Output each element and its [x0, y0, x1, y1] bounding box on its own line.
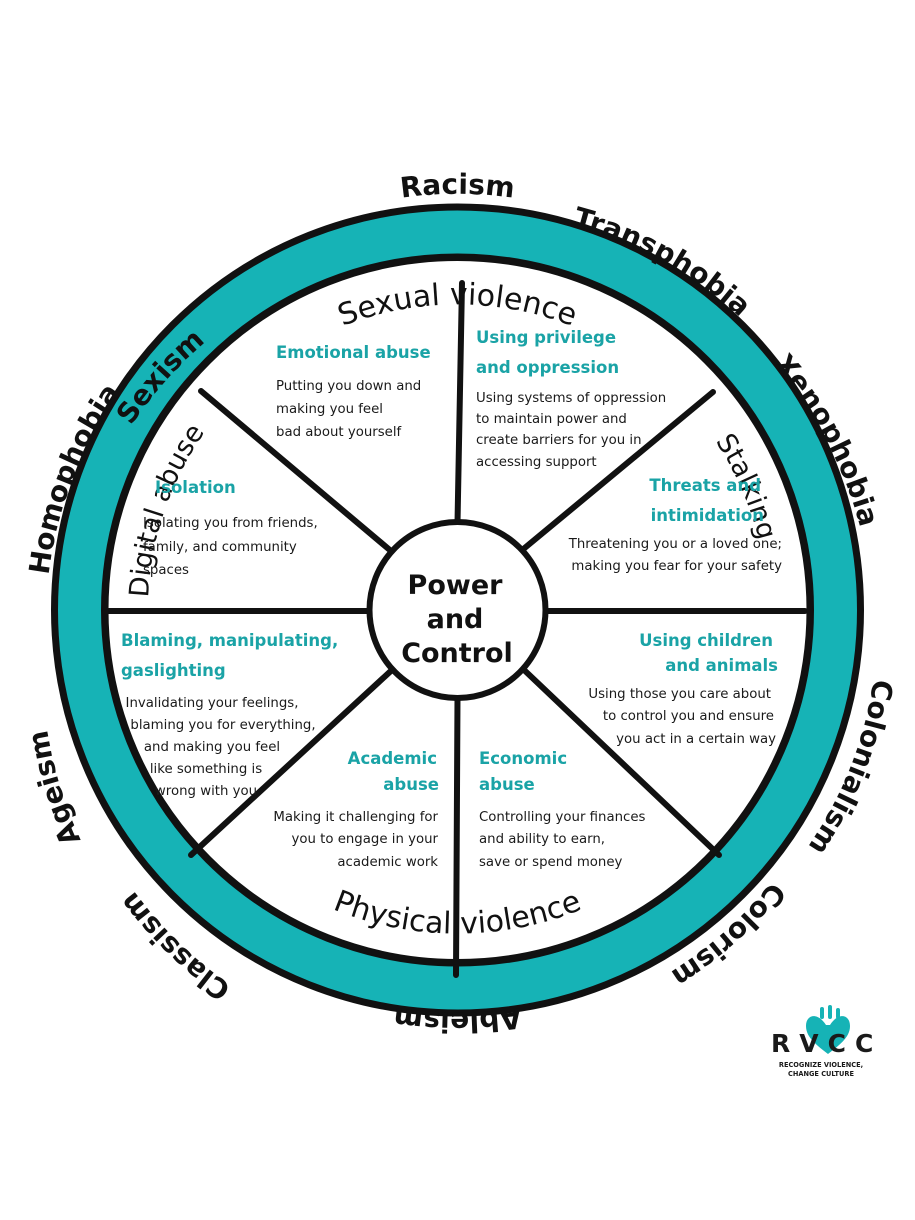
segment-desc-line: wrong with you [155, 784, 257, 799]
segment-emotional-abuse: Emotional abuse Putting you down and mak… [276, 343, 431, 440]
segment-title: Emotional abuse [276, 343, 431, 362]
segment-title: Economic [479, 749, 567, 768]
segment-desc-line: making you feel [276, 402, 383, 417]
inner-wheel-border [102, 255, 813, 965]
segment-desc-line: making you fear for your safety [571, 559, 782, 574]
segment-desc-line: Invalidating your feelings, [126, 696, 299, 711]
segment-desc-line: Controlling your finances [479, 810, 646, 825]
segment-desc-line: to control you and ensure [603, 709, 774, 724]
segment-title: and oppression [476, 358, 619, 377]
segment-desc-line: Using those you care about [588, 687, 771, 702]
segment-desc-line: to maintain power and [476, 412, 627, 427]
segment-privilege-oppression: Using privilege and oppression Using sys… [476, 328, 666, 470]
spoke-top-right [518, 389, 716, 554]
segment-desc-line: Threatening you or a loved one; [568, 537, 782, 552]
segment-title: intimidation [651, 506, 764, 525]
segment-desc-line: bad about yourself [276, 425, 402, 440]
segment-desc-line: you to engage in your [291, 832, 438, 847]
spoke-bottom [453, 694, 461, 978]
spoke-bottom-right [519, 665, 722, 858]
segment-children-animals: Using children and animals Using those y… [588, 631, 778, 747]
segment-desc-line: spaces [143, 563, 189, 578]
center-line-2: and [427, 604, 484, 635]
segment-threats-intimidation: Threats and intimidation Threatening you… [568, 476, 782, 574]
segment-title: Using children [639, 631, 773, 650]
anatomical-heart-icon [806, 1005, 850, 1054]
segment-desc-line: accessing support [476, 455, 597, 470]
segment-title: gaslighting [121, 661, 226, 680]
ring-word-ableism: Ableism [392, 1001, 524, 1039]
center-hub [366, 519, 549, 701]
segment-desc-line: Isolating you from friends, [143, 516, 318, 531]
segment-desc-line: and making you feel [144, 740, 280, 755]
segment-desc-line: you act in a certain way [616, 732, 776, 747]
segment-desc-line: Using systems of oppression [476, 391, 666, 406]
segment-isolation: Isolation Isolating you from friends, fa… [143, 478, 318, 578]
segment-title: Academic [348, 749, 437, 768]
segment-desc-line: academic work [337, 855, 438, 870]
segment-title: Using privilege [476, 328, 616, 347]
segment-title: Threats and [649, 476, 761, 495]
segment-title: and animals [665, 656, 778, 675]
segment-desc-line: save or spend money [479, 855, 623, 870]
segment-blaming-gaslighting: Blaming, manipulating, gaslighting Inval… [121, 631, 338, 799]
segment-economic-abuse: Economic abuse Controlling your finances… [479, 749, 646, 870]
spoke-top-left [198, 388, 394, 554]
logo-tagline-1: RECOGNIZE VIOLENCE, [779, 1061, 863, 1069]
segment-desc-line: blaming you for everything, [130, 718, 315, 733]
center-line-3: Control [401, 638, 513, 669]
wheel-spokes [102, 280, 808, 978]
segment-desc-line: Making it challenging for [273, 810, 438, 825]
ring-word-racism: Racism [398, 168, 516, 205]
logo-tagline-2: CHANGE CULTURE [788, 1070, 854, 1078]
segment-title: abuse [479, 775, 535, 794]
segment-desc-line: family, and community [143, 540, 297, 555]
segment-desc-line: and ability to earn, [479, 832, 605, 847]
segment-title: Blaming, manipulating, [121, 631, 338, 650]
segment-desc-line: Putting you down and [276, 379, 421, 394]
segment-desc-line: create barriers for you in [476, 433, 642, 448]
spoke-top [454, 280, 465, 526]
segment-title: Isolation [155, 478, 236, 497]
segment-title: abuse [383, 775, 439, 794]
logo-letters: RVCC [771, 1029, 882, 1058]
spoke-bottom-left [188, 666, 396, 858]
segment-desc-line: like something is [150, 762, 262, 777]
segment-academic-abuse: Academic abuse Making it challenging for… [273, 749, 439, 870]
rvcc-logo: RVCC RECOGNIZE VIOLENCE, CHANGE CULTURE [771, 1005, 882, 1078]
center-line-1: Power [408, 570, 504, 601]
